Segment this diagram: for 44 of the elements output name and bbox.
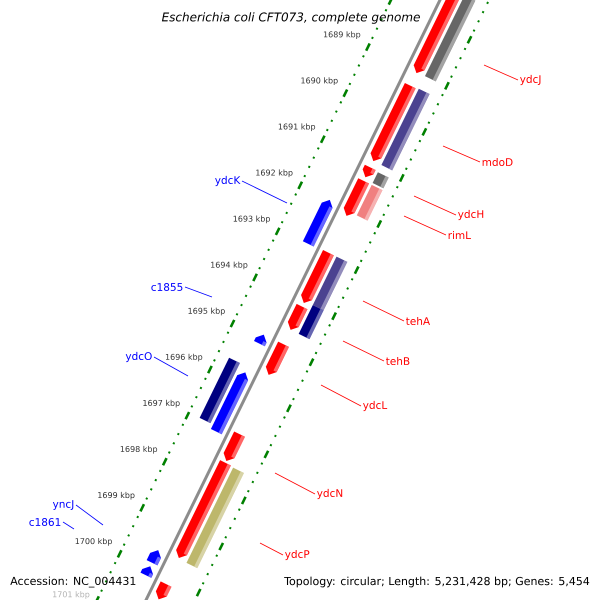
leader-line — [362, 300, 404, 322]
leader-line — [442, 146, 480, 162]
gene-label: ydcL — [363, 400, 388, 412]
tick-label: 1700 kbp — [76, 538, 112, 546]
tick-label: 1692 kbp — [256, 169, 293, 178]
leader-line — [404, 216, 446, 236]
accession-text: Accession: NC_004431 — [10, 576, 136, 588]
tick-label: 1693 kbp — [234, 216, 270, 224]
tick-label: 1696 kbp — [166, 354, 202, 362]
tick-label: 1698 kbp — [120, 446, 158, 454]
leader-line — [320, 384, 362, 406]
gene-label: ydcN — [317, 488, 342, 500]
genome-info-text: Topology: circular; Length: 5,231,428 bp; Genes: 5,454 — [284, 576, 590, 588]
leader-line — [484, 64, 518, 80]
gene-label: c1861 — [29, 518, 60, 526]
tick-label: 1690 kbp — [301, 77, 338, 86]
tick-label: 1701 kbp — [53, 591, 90, 599]
tick-label: 1694 kbp — [211, 262, 248, 270]
leader-line — [342, 340, 384, 362]
gene-label: mdoD — [482, 158, 512, 166]
gene-label: ydcO — [126, 352, 152, 362]
title: Escherichia coli CFT073, complete genome — [162, 12, 420, 24]
gene-label: ydcK — [215, 176, 241, 186]
leader-line — [242, 180, 288, 204]
leader-line — [414, 196, 456, 216]
gene-label: ydcH — [458, 210, 484, 220]
leader-line — [154, 356, 188, 376]
gene-label: ydcJ — [520, 74, 540, 86]
tick-label: 1691 kbp — [278, 123, 316, 132]
leader-line — [62, 522, 74, 530]
gene-label: yncJ — [52, 500, 74, 510]
tick-label: 1695 kbp — [188, 308, 225, 316]
leader-line — [76, 504, 104, 526]
gene-label: c1855 — [151, 283, 182, 291]
gene-label: ydcP — [285, 550, 310, 560]
leader-line — [274, 472, 316, 494]
tick-label: 1689 kbp — [324, 31, 360, 39]
gene-label: rimL — [448, 231, 471, 239]
gene-label: tehA — [406, 316, 430, 326]
leader-line — [184, 286, 212, 298]
tick-label: 1697 kbp — [143, 400, 180, 408]
tick-label: 1699 kbp — [98, 492, 135, 500]
leader-line — [260, 542, 284, 556]
gene-label: tehB — [386, 356, 410, 366]
